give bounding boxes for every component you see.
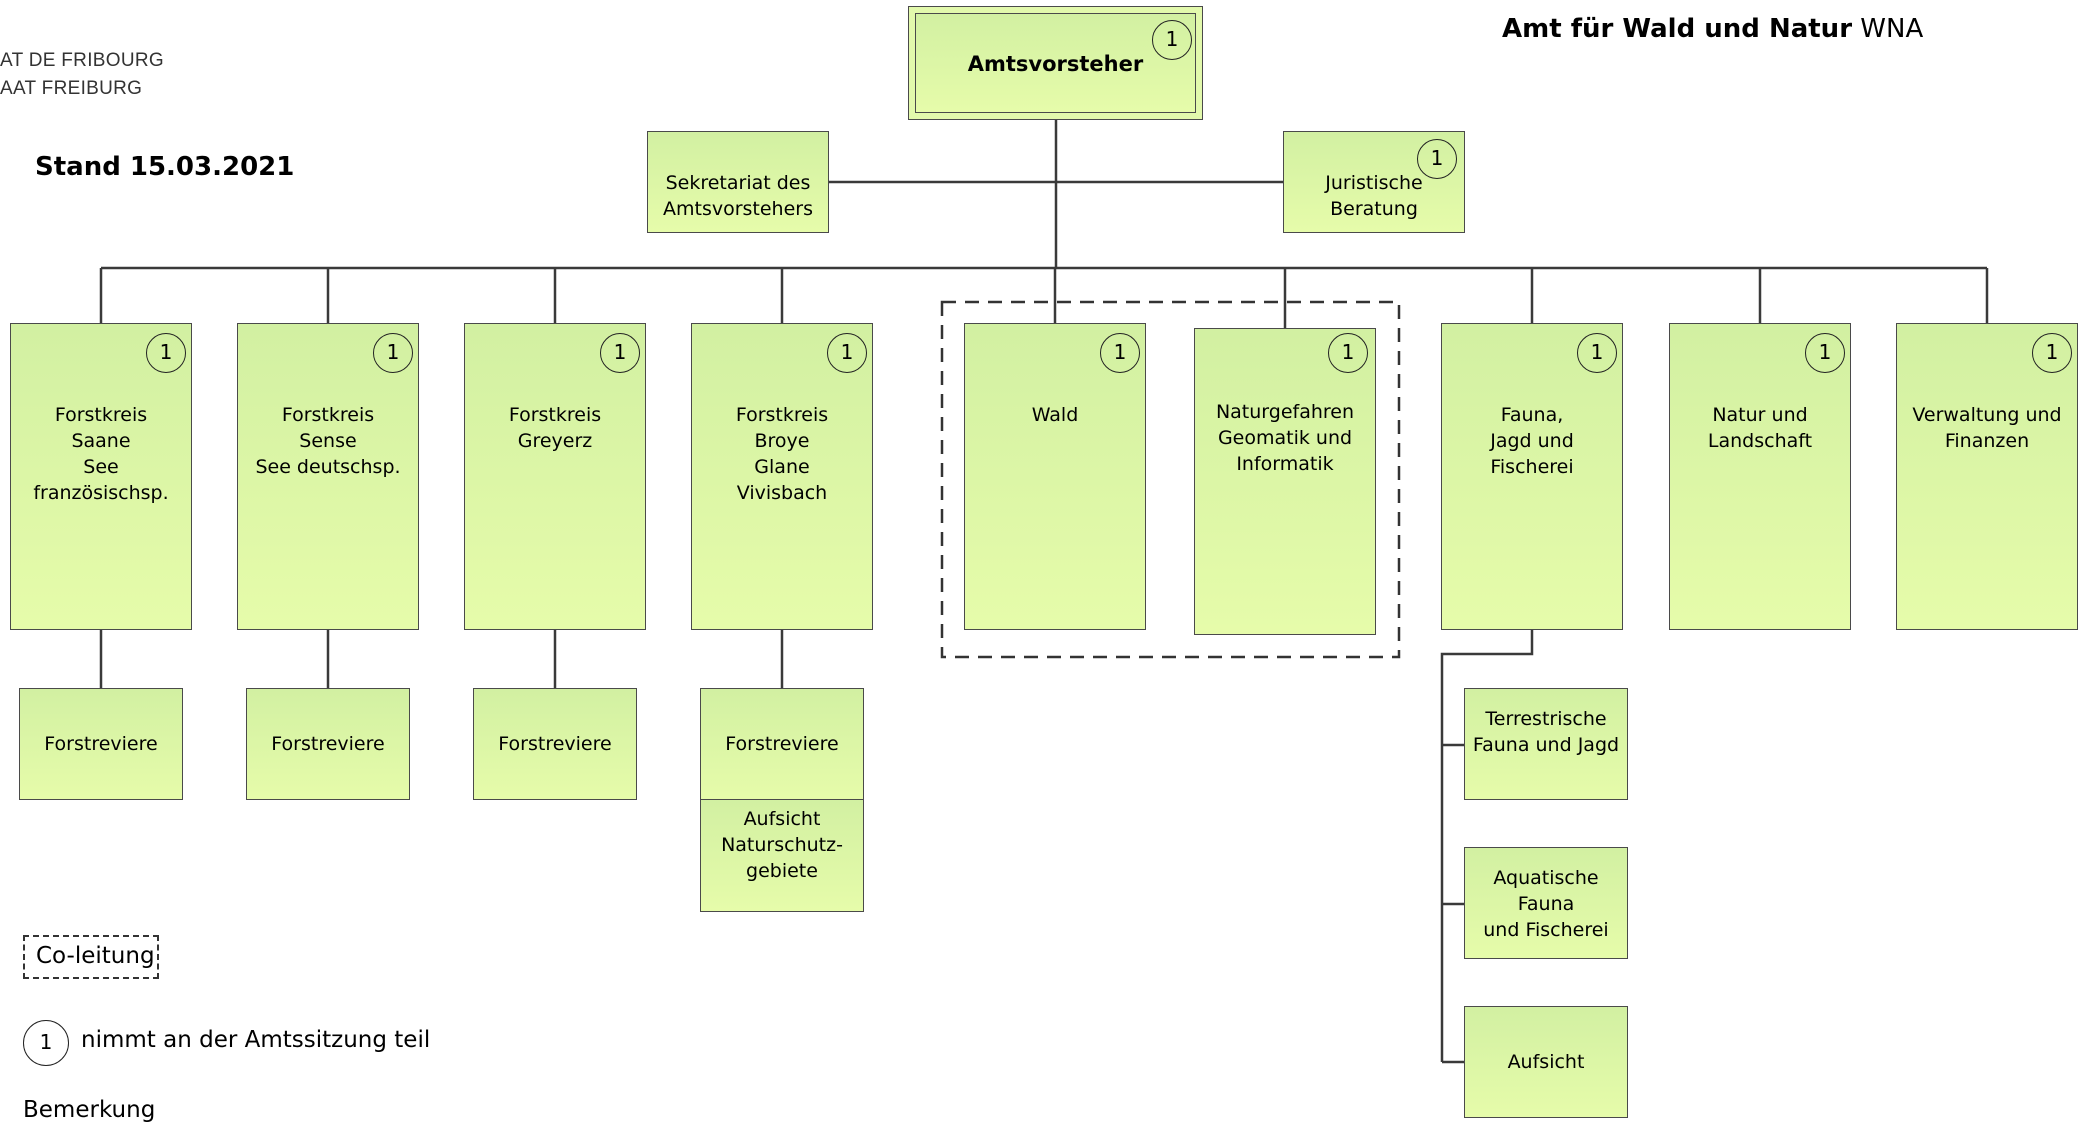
office-name: Amt für Wald und Natur bbox=[1502, 14, 1853, 44]
box-forstreviere-label: Forstreviere bbox=[271, 733, 385, 755]
badge-icon: 1 bbox=[2032, 333, 2072, 373]
box-forstreviere-label: Forstreviere bbox=[498, 733, 612, 755]
legend-badge-icon: 1 bbox=[23, 1020, 69, 1066]
badge-icon: 1 bbox=[600, 333, 640, 373]
box-juristische-beratung[interactable]: Juristische Beratung 1 bbox=[1283, 131, 1465, 233]
box-forstkreis-greyerz[interactable]: Forstkreis Greyerz 1 bbox=[464, 323, 646, 630]
box-sekretariat-label: Sekretariat des Amtsvorstehers bbox=[662, 172, 813, 220]
box-forstkreis-sense[interactable]: Forstkreis Sense See deutschsp. 1 bbox=[237, 323, 419, 630]
box-amtsvorsteher-label: Amtsvorsteher bbox=[967, 52, 1144, 76]
canton-logo: AT DE FRIBOURG AAT FREIBURG bbox=[0, 0, 200, 110]
box-forstreviere-label: Forstreviere bbox=[44, 733, 158, 755]
box-forstreviere-broye[interactable]: Forstreviere bbox=[700, 688, 864, 800]
badge-icon: 1 bbox=[373, 333, 413, 373]
box-natur-landschaft-label: Natur und Landschaft bbox=[1707, 404, 1813, 452]
box-aquatische-fauna[interactable]: Aquatische Fauna und Fischerei bbox=[1464, 847, 1628, 959]
box-aufsicht-naturschutzgebiete[interactable]: Aufsicht Naturschutz- gebiete bbox=[700, 799, 864, 912]
box-wald[interactable]: Wald 1 bbox=[964, 323, 1146, 630]
box-naturgefahren[interactable]: Naturgefahren Geomatik und Informatik 1 bbox=[1194, 328, 1376, 635]
box-terrestrische-fauna[interactable]: Terrestrische Fauna und Jagd bbox=[1464, 688, 1628, 800]
box-aufsicht-fauna-label: Aufsicht bbox=[1507, 1051, 1585, 1073]
legend-co-leitung-label: Co-leitung bbox=[36, 943, 155, 969]
box-naturgefahren-label: Naturgefahren Geomatik und Informatik bbox=[1215, 401, 1355, 475]
box-forstkreis-broye[interactable]: Forstkreis Broye Glane Vivisbach 1 bbox=[691, 323, 873, 630]
badge-icon: 1 bbox=[1100, 333, 1140, 373]
box-forstkreis-saane-label: Forstkreis Saane See französischsp. bbox=[33, 404, 169, 504]
box-fauna-jagd-fischerei-label: Fauna, Jagd und Fischerei bbox=[1490, 404, 1574, 478]
badge-icon: 1 bbox=[1577, 333, 1617, 373]
legend-co-leitung-swatch bbox=[23, 935, 159, 979]
box-aufsicht-naturschutzgebiete-label: Aufsicht Naturschutz- gebiete bbox=[721, 808, 843, 882]
box-forstreviere-saane[interactable]: Forstreviere bbox=[19, 688, 183, 800]
box-wald-label: Wald bbox=[1031, 404, 1079, 426]
box-sekretariat[interactable]: Sekretariat des Amtsvorstehers bbox=[647, 131, 829, 233]
badge-icon: 1 bbox=[1417, 139, 1457, 179]
box-fauna-jagd-fischerei[interactable]: Fauna, Jagd und Fischerei 1 bbox=[1441, 323, 1623, 630]
box-forstreviere-sense[interactable]: Forstreviere bbox=[246, 688, 410, 800]
connector-fauna-spine bbox=[1440, 630, 1534, 1062]
co-leitung-frame bbox=[940, 300, 1401, 659]
page-title: Amt für Wald und Natur WNA bbox=[1502, 14, 1923, 44]
box-aquatische-fauna-label: Aquatische Fauna und Fischerei bbox=[1483, 867, 1609, 941]
box-forstreviere-greyerz[interactable]: Forstreviere bbox=[473, 688, 637, 800]
logo-text-fr: AT DE FRIBOURG bbox=[0, 50, 164, 71]
legend-badge-label: nimmt an der Amtssitzung teil bbox=[81, 1027, 431, 1053]
badge-icon: 1 bbox=[1328, 333, 1368, 373]
box-forstkreis-saane[interactable]: Forstkreis Saane See französischsp. 1 bbox=[10, 323, 192, 630]
box-forstkreis-sense-label: Forstkreis Sense See deutschsp. bbox=[255, 404, 401, 478]
badge-icon: 1 bbox=[827, 333, 867, 373]
logo-text-de: AAT FREIBURG bbox=[0, 78, 143, 99]
box-terrestrische-fauna-label: Terrestrische Fauna und Jagd bbox=[1472, 708, 1620, 756]
box-juristische-beratung-label: Juristische Beratung bbox=[1325, 172, 1423, 220]
stand-date: Stand 15.03.2021 bbox=[35, 152, 295, 182]
box-amtsvorsteher[interactable]: Amtsvorsteher 1 bbox=[915, 13, 1196, 113]
box-forstkreis-broye-label: Forstkreis Broye Glane Vivisbach bbox=[735, 404, 829, 504]
office-abbreviation: WNA bbox=[1860, 14, 1924, 44]
box-forstreviere-label: Forstreviere bbox=[725, 733, 839, 755]
box-natur-landschaft[interactable]: Natur und Landschaft 1 bbox=[1669, 323, 1851, 630]
box-forstkreis-greyerz-label: Forstkreis Greyerz bbox=[508, 404, 602, 452]
badge-icon: 1 bbox=[1805, 333, 1845, 373]
box-aufsicht-fauna[interactable]: Aufsicht bbox=[1464, 1006, 1628, 1118]
legend-bemerkung: Bemerkung bbox=[23, 1097, 156, 1123]
box-verwaltung-finanzen[interactable]: Verwaltung und Finanzen 1 bbox=[1896, 323, 2078, 630]
box-verwaltung-finanzen-label: Verwaltung und Finanzen bbox=[1912, 404, 2062, 452]
badge-icon: 1 bbox=[146, 333, 186, 373]
badge-icon: 1 bbox=[1152, 20, 1192, 60]
